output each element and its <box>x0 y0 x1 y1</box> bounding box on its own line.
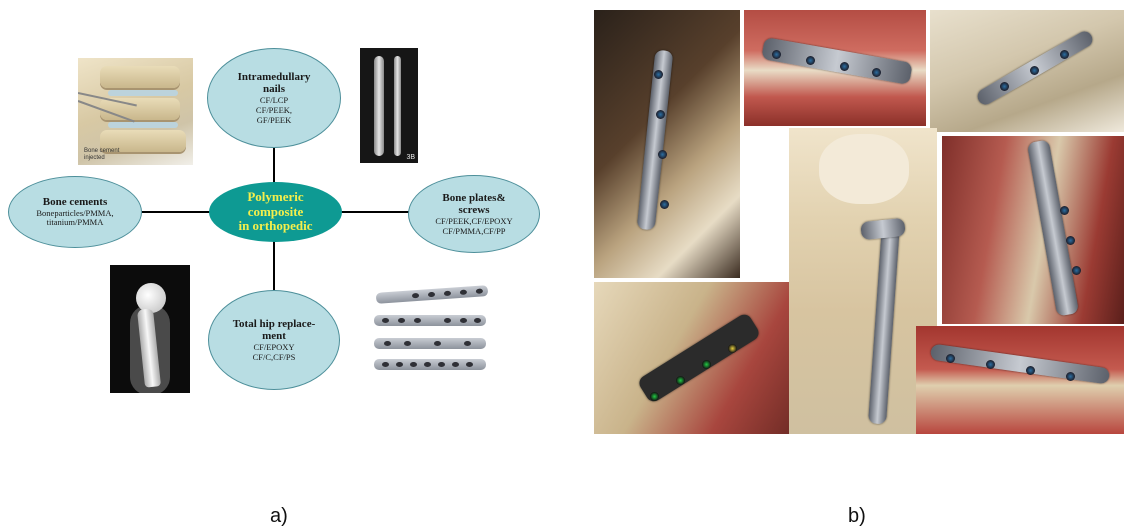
spine-caption-line2: injected <box>84 155 105 161</box>
hip-xray-photo <box>110 265 190 393</box>
panel-a-diagram: Bone cement injected 3B Intramedullary n… <box>0 0 560 530</box>
node-intramedullary-nails: Intramedullary nails CF/LCP CF/PEEK, GF/… <box>207 48 341 148</box>
panel-a-label: a) <box>270 505 288 528</box>
ankle-fibula-plate-illustration <box>594 10 740 278</box>
hip-title-2: ment <box>262 330 286 343</box>
node-total-hip-replacement: Total hip replace- ment CF/EPOXY CF/C,CF… <box>208 290 340 390</box>
leg-xray-photo: 3B <box>360 48 418 163</box>
xray-leg-label: 3B <box>406 154 415 161</box>
bone-plates-title-2: screws <box>459 204 490 217</box>
forearm-plate-illustration <box>744 10 926 126</box>
intramedullary-item: GF/PEEK <box>257 116 291 126</box>
bone-plates-title-1: Bone plates& <box>442 192 505 205</box>
center-node-polymeric-composite: Polymeric composite in orthopedic <box>209 182 342 242</box>
distal-fibula-plate-illustration <box>942 136 1124 324</box>
bone-plates-photo <box>368 285 490 375</box>
panel-b-label: b) <box>848 505 866 528</box>
node-bone-cements: Bone cements Boneparticles/PMMA, titaniu… <box>8 176 142 248</box>
bone-cements-title: Bone cements <box>43 196 107 209</box>
hip-item: CF/C,CF/PS <box>253 353 296 363</box>
hip-title-1: Total hip replace- <box>233 318 316 331</box>
spine-cement-photo: Bone cement injected <box>78 58 193 165</box>
center-line-3: in orthopedic <box>238 219 312 234</box>
intramedullary-title-1: Intramedullary <box>238 71 311 84</box>
center-line-2: composite <box>248 205 304 220</box>
spine-caption-line1: Bone cement <box>84 148 119 154</box>
proximal-tibia-plate-illustration <box>789 128 937 434</box>
hand-metacarpal-plate-illustration <box>594 282 798 434</box>
node-bone-plates-screws: Bone plates& screws CF/PEEK,CF/EPOXY CF/… <box>408 175 540 253</box>
spine-caption: Bone cement injected <box>84 148 129 161</box>
bone-cements-item: titanium/PMMA <box>47 218 104 228</box>
bone-plates-item: CF/PMMA,CF/PP <box>442 227 505 237</box>
center-line-1: Polymeric <box>247 190 303 205</box>
clavicle-plate-illustration <box>916 326 1124 434</box>
wrist-plate-illustration <box>930 10 1124 132</box>
